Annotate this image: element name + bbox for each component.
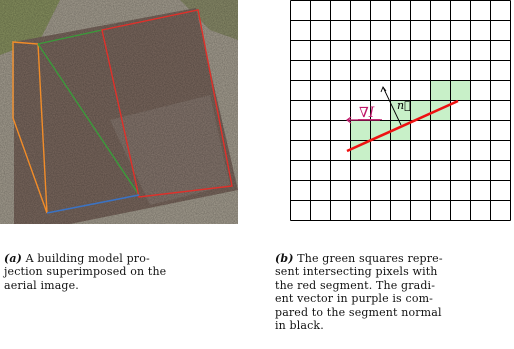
caption-b-line-1: The green squares repre- bbox=[297, 252, 443, 265]
pixel-grid-diagram: ∇I n⃗ bbox=[290, 0, 511, 221]
gradient-arrow bbox=[346, 116, 380, 124]
image-noise bbox=[0, 0, 238, 224]
caption-a-line-1: A building model pro- bbox=[25, 252, 150, 265]
normal-label: n⃗ bbox=[397, 99, 411, 112]
caption-b-line-2: sent intersecting pixels with bbox=[275, 265, 438, 279]
caption-b-line-5: pared to the segment normal bbox=[275, 305, 442, 319]
gradient-label: ∇I bbox=[359, 105, 375, 121]
highlighted-cell bbox=[430, 100, 451, 121]
red-face bbox=[101, 9, 233, 198]
grid-lines bbox=[290, 0, 511, 221]
caption-a-line-3: aerial image. bbox=[4, 278, 79, 292]
caption-a: (a) A building model pro- jection superi… bbox=[4, 252, 244, 292]
caption-b-line-6: in black. bbox=[275, 319, 324, 333]
highlighted-cell bbox=[350, 140, 371, 161]
caption-a-label: (a) bbox=[4, 252, 22, 265]
highlighted-cell bbox=[350, 120, 371, 141]
caption-b-label: (b) bbox=[275, 252, 294, 265]
highlighted-cell bbox=[390, 100, 411, 121]
green-edge bbox=[37, 29, 103, 45]
highlighted-cell bbox=[370, 120, 391, 141]
caption-b-line-4: ent vector in purple is com- bbox=[275, 292, 434, 306]
aerial-image bbox=[0, 0, 238, 224]
highlighted-cell bbox=[430, 80, 451, 101]
caption-b: (b) The green squares repre- sent inters… bbox=[275, 252, 513, 332]
red-segment bbox=[346, 99, 459, 153]
caption-b-line-3: the red segment. The gradi- bbox=[275, 278, 436, 292]
caption-a-line-2: jection superimposed on the bbox=[4, 265, 167, 279]
green-edge-2 bbox=[37, 43, 140, 196]
highlighted-cell bbox=[450, 80, 471, 101]
blue-edge bbox=[46, 194, 140, 214]
normal-arrow bbox=[380, 86, 402, 126]
